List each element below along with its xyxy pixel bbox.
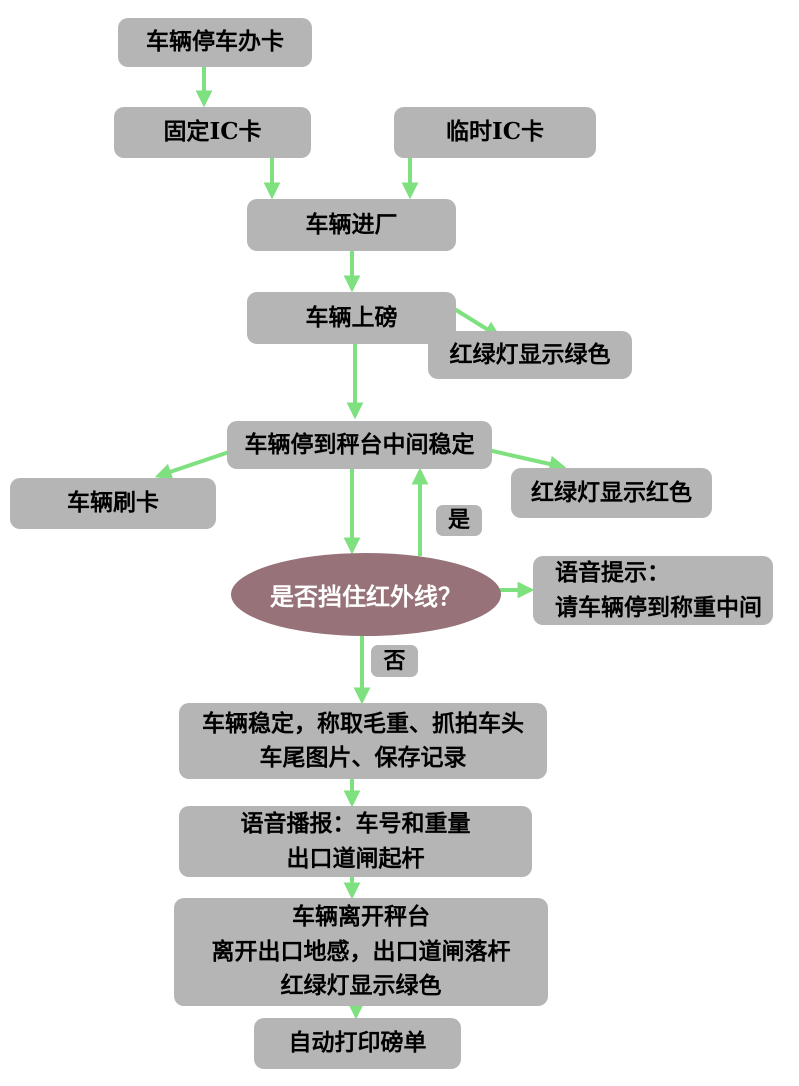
node-light-green-top: 红绿灯显示绿色	[428, 331, 632, 379]
node-voice-broadcast: 语音播报：车号和重量 出口道闸起杆	[179, 806, 532, 877]
node-stop-center: 车辆停到秤台中间稳定	[227, 421, 492, 469]
node-vehicle-enter: 车辆进厂	[247, 199, 456, 251]
node-fixed-ic-card: 固定IC卡	[114, 107, 311, 158]
node-leave-scale: 车辆离开秤台 离开出口地感，出口道闸落杆 红绿灯显示绿色	[174, 898, 548, 1006]
decision-infrared-blocked: 是否挡住红外线？	[231, 553, 501, 636]
node-vehicle-on-scale: 车辆上磅	[247, 292, 456, 344]
node-light-red: 红绿灯显示红色	[511, 468, 712, 518]
arrow-stop-center-to-swipe	[154, 448, 236, 480]
label-yes: 是	[436, 505, 482, 536]
arrow-stop-center-to-red-light	[487, 448, 567, 473]
node-weigh-record: 车辆稳定，称取毛重、抓拍车头 车尾图片、保存记录	[179, 703, 547, 779]
node-temp-ic-card: 临时IC卡	[394, 107, 596, 158]
node-voice-prompt: 语音提示： 请车辆停到称重中间	[533, 556, 773, 625]
label-no: 否	[371, 645, 418, 677]
node-swipe-card: 车辆刷卡	[10, 478, 216, 529]
node-vehicle-park-card: 车辆停车办卡	[118, 18, 312, 67]
node-print-ticket: 自动打印磅单	[254, 1018, 461, 1069]
